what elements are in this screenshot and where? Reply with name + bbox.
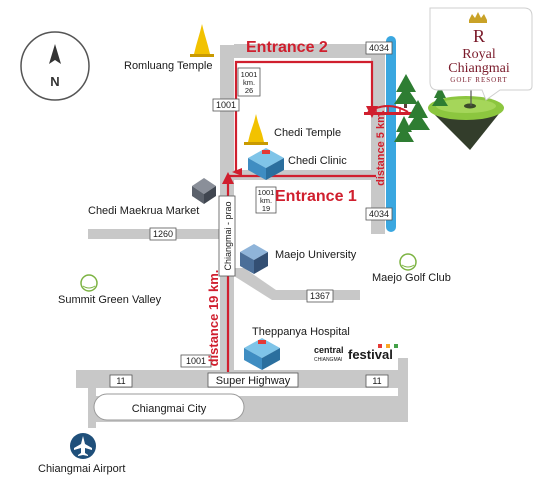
- road-number-boxes: [109, 41, 393, 388]
- road-4034-vertical: [371, 44, 385, 234]
- pagoda-icon: [244, 114, 268, 145]
- place-maejo-university: Maejo University: [275, 249, 357, 261]
- place-chedi-clinic: Chedi Clinic: [288, 155, 347, 167]
- bridge-icon: [364, 105, 412, 115]
- brand-line2: Chiangmai: [448, 61, 510, 76]
- pine-tree-icon: [394, 74, 430, 142]
- central-festival-line2: CHIANGMAI: [314, 357, 342, 363]
- golf-ball-icon: [80, 274, 98, 292]
- building-icon: [240, 244, 268, 274]
- place-chiangmai-city: Chiangmai City: [132, 403, 207, 415]
- roads: [76, 44, 408, 428]
- place-summit-green-valley: Summit Green Valley: [58, 294, 162, 306]
- place-maejo-golf-club: Maejo Golf Club: [372, 272, 451, 284]
- route-arrow-left: [232, 168, 242, 176]
- airplane-icon: [70, 433, 96, 459]
- compass-icon: N: [20, 31, 90, 101]
- building-icon: [244, 338, 280, 370]
- road-label-4034-bottom: 4034: [369, 209, 389, 219]
- place-chiangmai-airport: Chiangmai Airport: [38, 463, 125, 475]
- road-label-super-highway: Super Highway: [216, 375, 291, 387]
- road-east-vertical: [398, 358, 408, 422]
- entrance-1-label: Entrance 1: [275, 188, 357, 205]
- km-marker-bottom-road: 1001: [258, 188, 275, 197]
- central-festival-line3: festival: [348, 347, 393, 362]
- road-label-11-left: 11: [116, 376, 125, 386]
- road-label-1001-b: 1001: [186, 356, 206, 366]
- route-arrow-entrance-1: [222, 172, 234, 184]
- entrance-2-label: Entrance 2: [246, 39, 328, 56]
- chiangmai-city-pill: [93, 393, 245, 421]
- central-festival-logo: central CHIANGMAI festival: [314, 344, 398, 363]
- road-label-1260: 1260: [153, 229, 173, 239]
- building-icon: [192, 178, 216, 204]
- central-festival-line1: central: [314, 345, 344, 355]
- distance-secondary-label: distance 5 km.: [375, 110, 387, 186]
- road-to-airport: [88, 388, 96, 428]
- km-marker-bottom-value: 19: [262, 204, 270, 213]
- road-label-chiangmai-prao: Chiangmai - prao: [223, 201, 233, 270]
- place-theppanya-hospital: Theppanya Hospital: [252, 326, 350, 338]
- brand-badge: R Royal Chiangmai GOLF RESORT: [429, 7, 533, 101]
- route-entrance-2: [234, 60, 374, 172]
- road-label-4034-top: 4034: [369, 43, 389, 53]
- distance-main-label: distance 19 km.: [206, 270, 221, 367]
- km-marker-bottom-unit: km.: [260, 196, 272, 205]
- river: [386, 36, 396, 232]
- golf-ball-icon: [399, 253, 417, 271]
- road-label-11-right: 11: [372, 376, 381, 386]
- brand-line1: Royal: [462, 47, 496, 62]
- km-marker-top-road: 1001: [241, 70, 258, 79]
- road-label-prao-box: [218, 195, 236, 277]
- golf-resort-island: [428, 79, 504, 150]
- compass-north-letter: N: [50, 74, 59, 89]
- road-entrance-2: [234, 44, 384, 58]
- km-marker-top-value: 26: [245, 86, 253, 95]
- road-label-1367: 1367: [310, 291, 330, 301]
- brand-line3: GOLF RESORT: [450, 76, 507, 84]
- place-chedi-maekrua-market: Chedi Maekrua Market: [88, 205, 199, 217]
- crown-icon: [469, 12, 487, 23]
- place-romluang-temple: Romluang Temple: [124, 60, 212, 72]
- pagoda-icon: [190, 24, 214, 57]
- road-label-1001-a: 1001: [216, 100, 236, 110]
- km-marker-top-unit: km.: [243, 78, 255, 87]
- place-chedi-temple: Chedi Temple: [274, 127, 341, 139]
- pine-tree-icon: [432, 86, 448, 106]
- building-icon: [248, 148, 284, 180]
- brand-initial: R: [473, 26, 485, 46]
